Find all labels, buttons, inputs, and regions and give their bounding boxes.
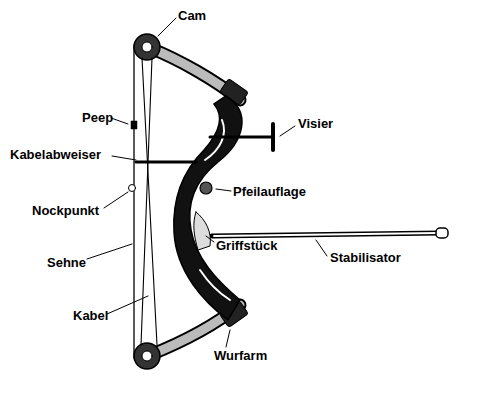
part-label: Pfeilauflage bbox=[233, 184, 306, 199]
part-label: Cam bbox=[178, 8, 206, 23]
part-label: Griffstück bbox=[216, 238, 277, 253]
cable-guard bbox=[136, 161, 196, 164]
peep-sight bbox=[131, 121, 137, 129]
part-label: Kabelabweiser bbox=[10, 147, 101, 162]
part-label: Sehne bbox=[47, 255, 86, 270]
part-label: Stabilisator bbox=[330, 250, 401, 265]
part-label: Peep bbox=[82, 110, 113, 125]
arrow-rest bbox=[200, 182, 212, 194]
riser bbox=[174, 96, 242, 320]
bowstring bbox=[133, 45, 134, 358]
stabilizer-core bbox=[214, 233, 438, 236]
cable bbox=[141, 58, 152, 345]
nocking-point bbox=[129, 185, 136, 192]
sight-pin bbox=[271, 124, 275, 150]
part-label: Nockpunkt bbox=[32, 203, 99, 218]
cable bbox=[142, 58, 157, 345]
part-label: Kabel bbox=[73, 308, 108, 323]
bottom-cam bbox=[134, 343, 160, 369]
top-cam bbox=[134, 34, 160, 60]
riser-cutout bbox=[200, 270, 230, 300]
cam-axle bbox=[142, 351, 152, 361]
stabilizer-cap bbox=[436, 228, 448, 238]
cam-axle bbox=[142, 42, 152, 52]
stabilizer-rod bbox=[212, 233, 440, 236]
riser-cutout bbox=[205, 120, 224, 160]
sight-bar bbox=[210, 136, 273, 139]
part-label: Wurfarm bbox=[214, 348, 267, 363]
part-label: Visier bbox=[298, 116, 333, 131]
leader-lines bbox=[87, 18, 327, 347]
grip bbox=[194, 212, 211, 250]
